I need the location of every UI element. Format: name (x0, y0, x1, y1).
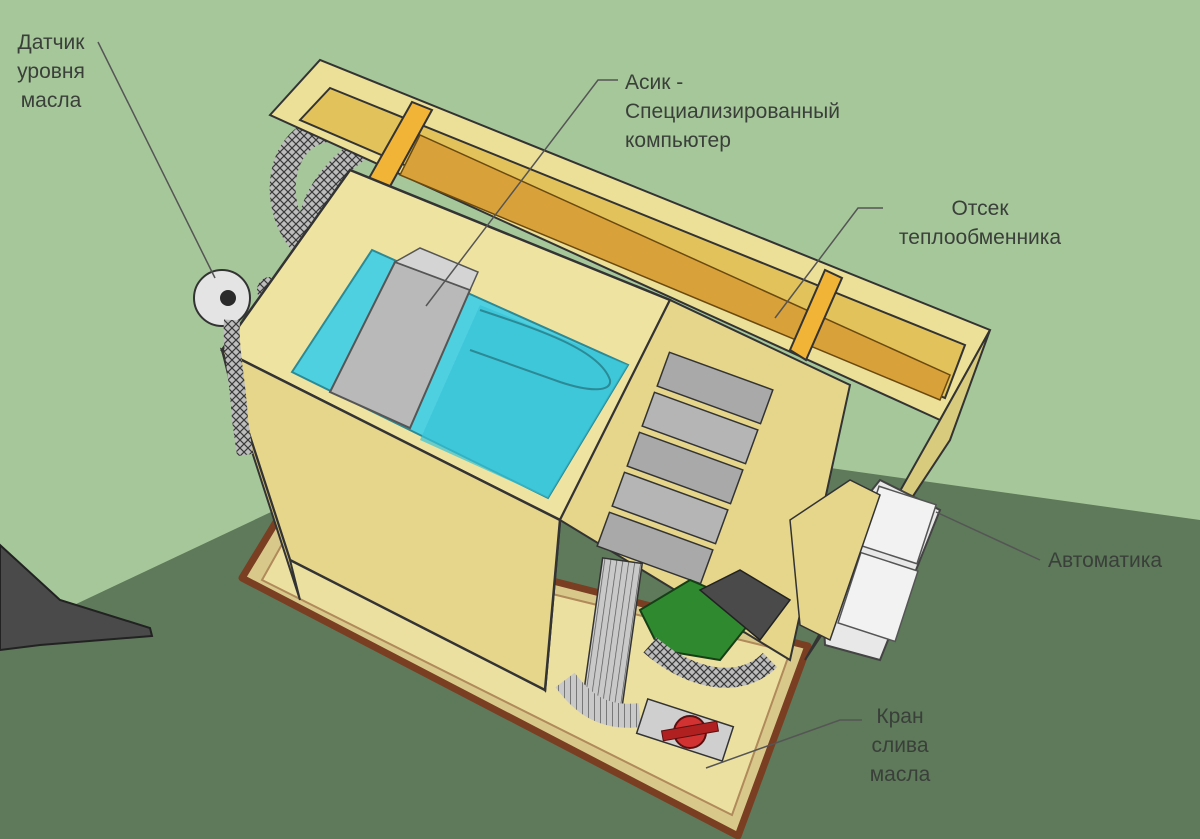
label-oil-level-sensor: Датчик уровня масла (6, 28, 96, 115)
leader-automation (935, 511, 1041, 561)
lower-hose (555, 672, 642, 728)
sensor-cable (223, 319, 253, 457)
hat-silhouette (0, 543, 154, 652)
divider-2 (788, 268, 844, 362)
label-heat-exchanger-compartment: Отсек теплообменника (880, 194, 1080, 252)
label-line: Отсек (951, 197, 1009, 220)
pump-motor (698, 569, 792, 642)
label-line: теплообменника (898, 226, 1062, 249)
label-line: слива (871, 734, 929, 757)
label-automation: Автоматика (1048, 546, 1162, 575)
sensor-port (220, 290, 236, 306)
asic-cable-loop (469, 309, 612, 391)
leader-asic (425, 79, 618, 307)
pump-hose (643, 637, 778, 688)
label-line: Асик - (625, 71, 684, 94)
label-line: уровня (17, 60, 85, 83)
pump-stack (596, 351, 774, 585)
label-line: масла (869, 763, 931, 786)
automation-mount (789, 479, 881, 642)
valve-lever (660, 720, 720, 742)
label-line: Специализированный (625, 100, 840, 123)
label-line: Датчик (17, 31, 85, 54)
label-line: Кран (876, 705, 924, 728)
leader-sensor (97, 41, 216, 279)
leader-valve (705, 719, 862, 769)
leader-heat-exchanger (774, 207, 883, 319)
label-line: Автоматика (1048, 549, 1163, 572)
oil-bath-highlight (420, 305, 628, 498)
automation-module-2 (837, 551, 919, 643)
label-line: компьютер (625, 129, 731, 152)
label-line: масла (20, 89, 82, 112)
label-asic: Асик - Специализированный компьютер (625, 68, 840, 155)
label-oil-drain-valve: Кран слива масла (858, 702, 942, 789)
